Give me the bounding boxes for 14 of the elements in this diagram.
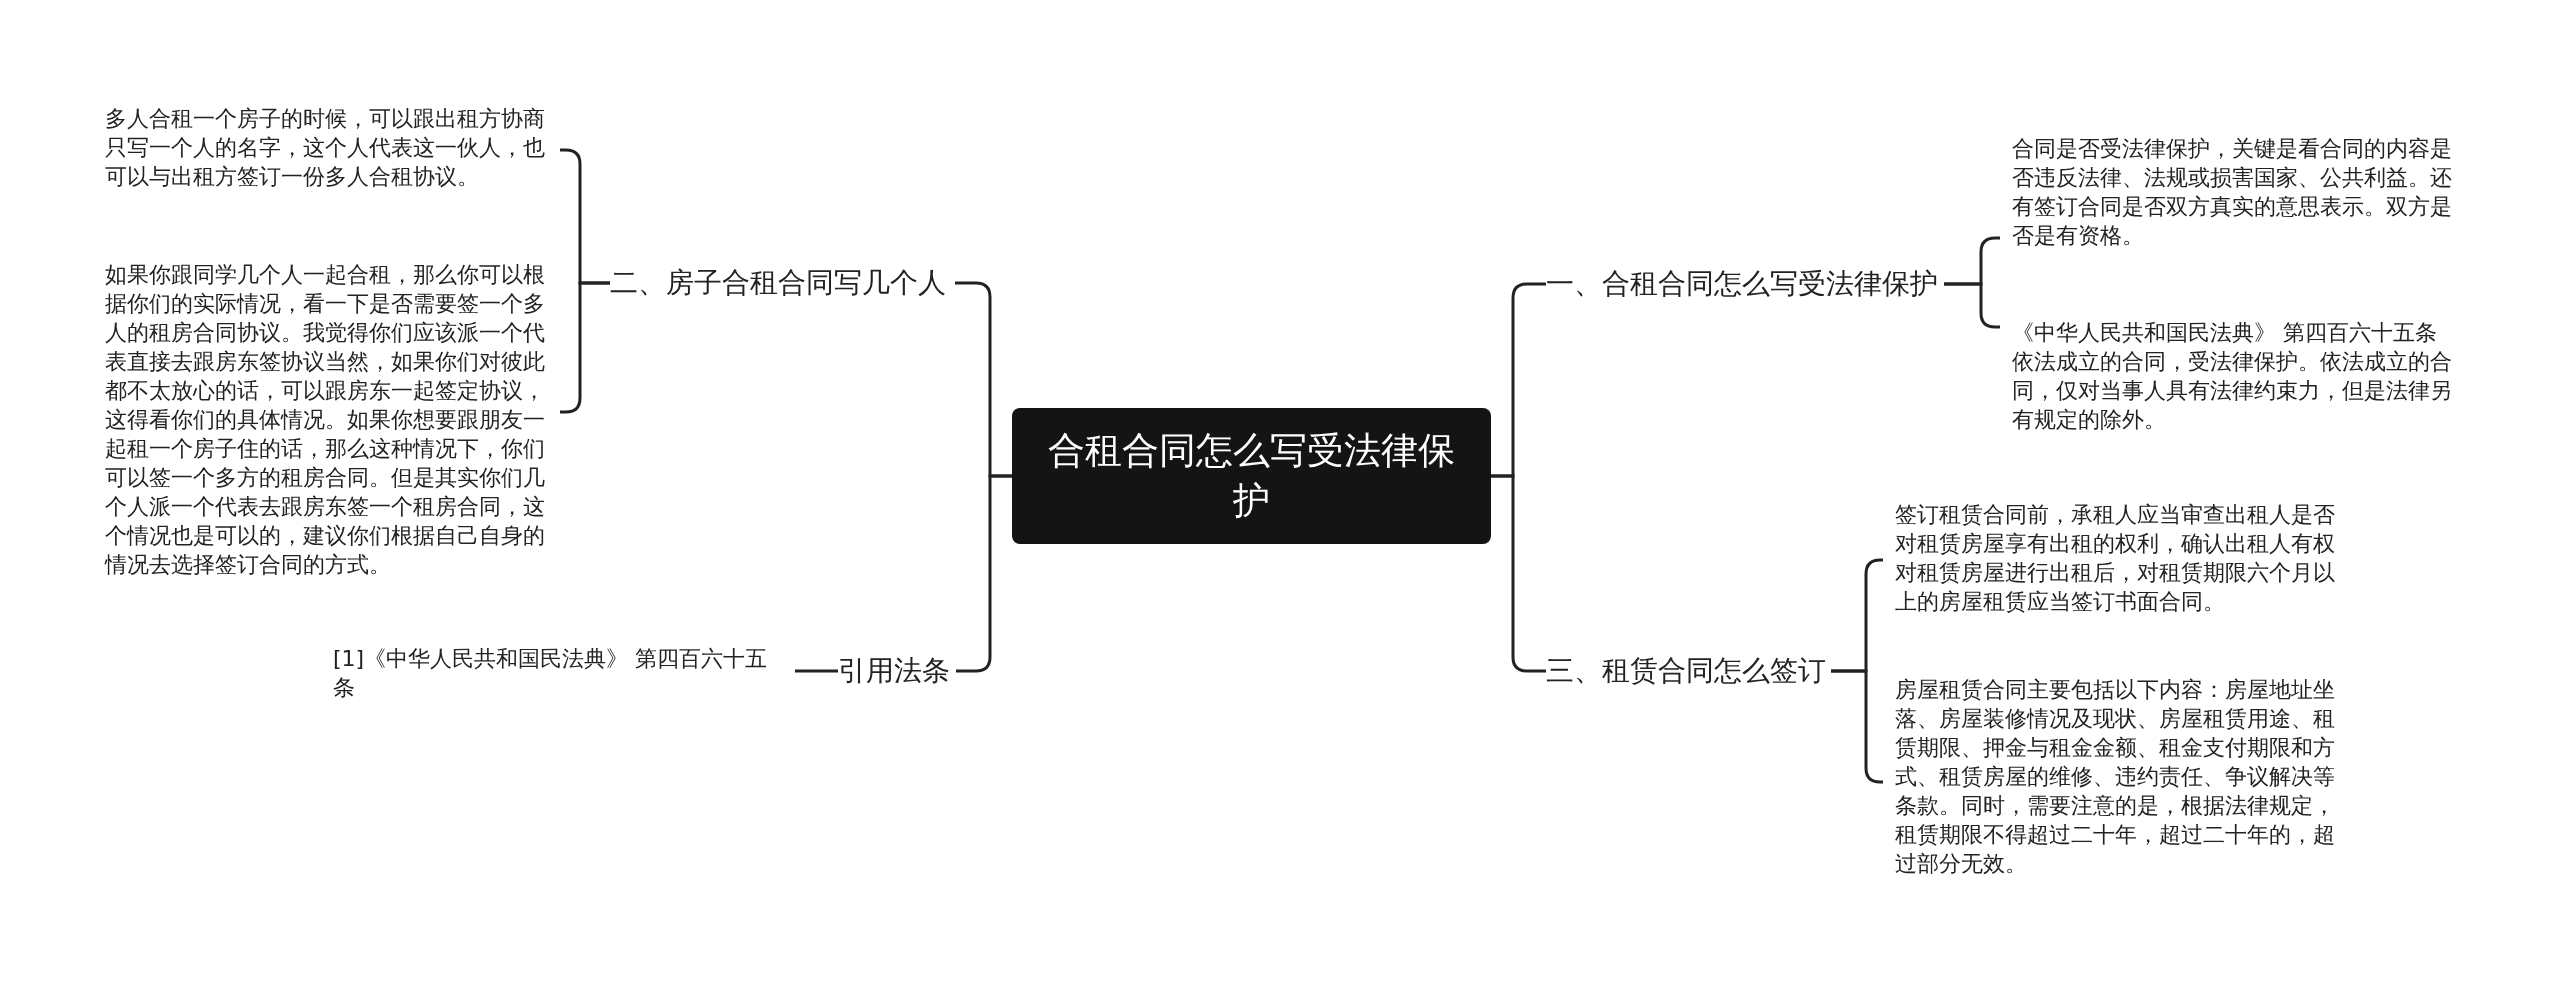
topic-label: 三、租赁合同怎么签订: [1546, 652, 1831, 690]
topic-label: 引用法条: [838, 652, 956, 690]
note-text: 多人合租一个房子的时候，可以跟出租方协商只写一个人的名字，这个人代表这一伙人，也可以与出租方签订一份多人合租协议。: [105, 104, 560, 191]
note-text: 《中华人民共和国民法典》 第四百六十五条 依法成立的合同，受法律保护。依法成立的合同，仅对当事人具有法律约束力，但是法律另有规定的除外。: [2000, 318, 2460, 434]
note-text: 合同是否受法律保护，关键是看合同的内容是否违反法律、法规或损害国家、公共利益。还有签订合同是否双方真实的意思表示。双方是否是有资格。: [2000, 134, 2460, 250]
connector-line: [795, 669, 838, 673]
note-text: 房屋租赁合同主要包括以下内容：房屋地址坐落、房屋装修情况及现状、房屋租赁用途、租赁期限、押金与租金金额、租金支付期限和方式、租赁房屋的维修、违约责任、争议解决等条款。同时，需要注意的是，根据法律规定，租赁期限不得超过二十年，超过二十年的，超过部分无效。: [1883, 675, 2347, 878]
topic-label: 二、房子合租合同写几个人: [610, 264, 955, 302]
central-topic-box: 合租合同怎么写受法律保护: [1012, 408, 1491, 544]
connector-line: [1944, 282, 2000, 329]
note-text: 如果你跟同学几个人一起合租，那么你可以根据你们的实际情况，看一下是否需要签一个多人的租房合同协议。我觉得你们应该派一个代表直接去跟房东签协议当然，如果你们对彼此都不太放心的话，可以跟房东一起签定协议，这得看你们的具体情况。如果你想要跟朋友一起租一个房子住的话，那么这种情况下，你们可以签一个多方的租房合同。但是其实你们几个人派一个代表去跟房东签一个租房合同，这个情况也是可以的，建议你们根据自己自身的情况去选择签订合同的方式。: [105, 260, 560, 579]
note-text: [1]《中华人民共和国民法典》 第四百六十五条: [333, 644, 795, 702]
note-text: 签订租赁合同前，承租人应当审查出租人是否对租赁房屋享有出租的权利，确认出租人有权对租赁房屋进行出租后，对租赁期限六个月以上的房屋租赁应当签订书面合同。: [1883, 500, 2347, 616]
topic-label: 一、合租合同怎么写受法律保护: [1546, 265, 1944, 303]
